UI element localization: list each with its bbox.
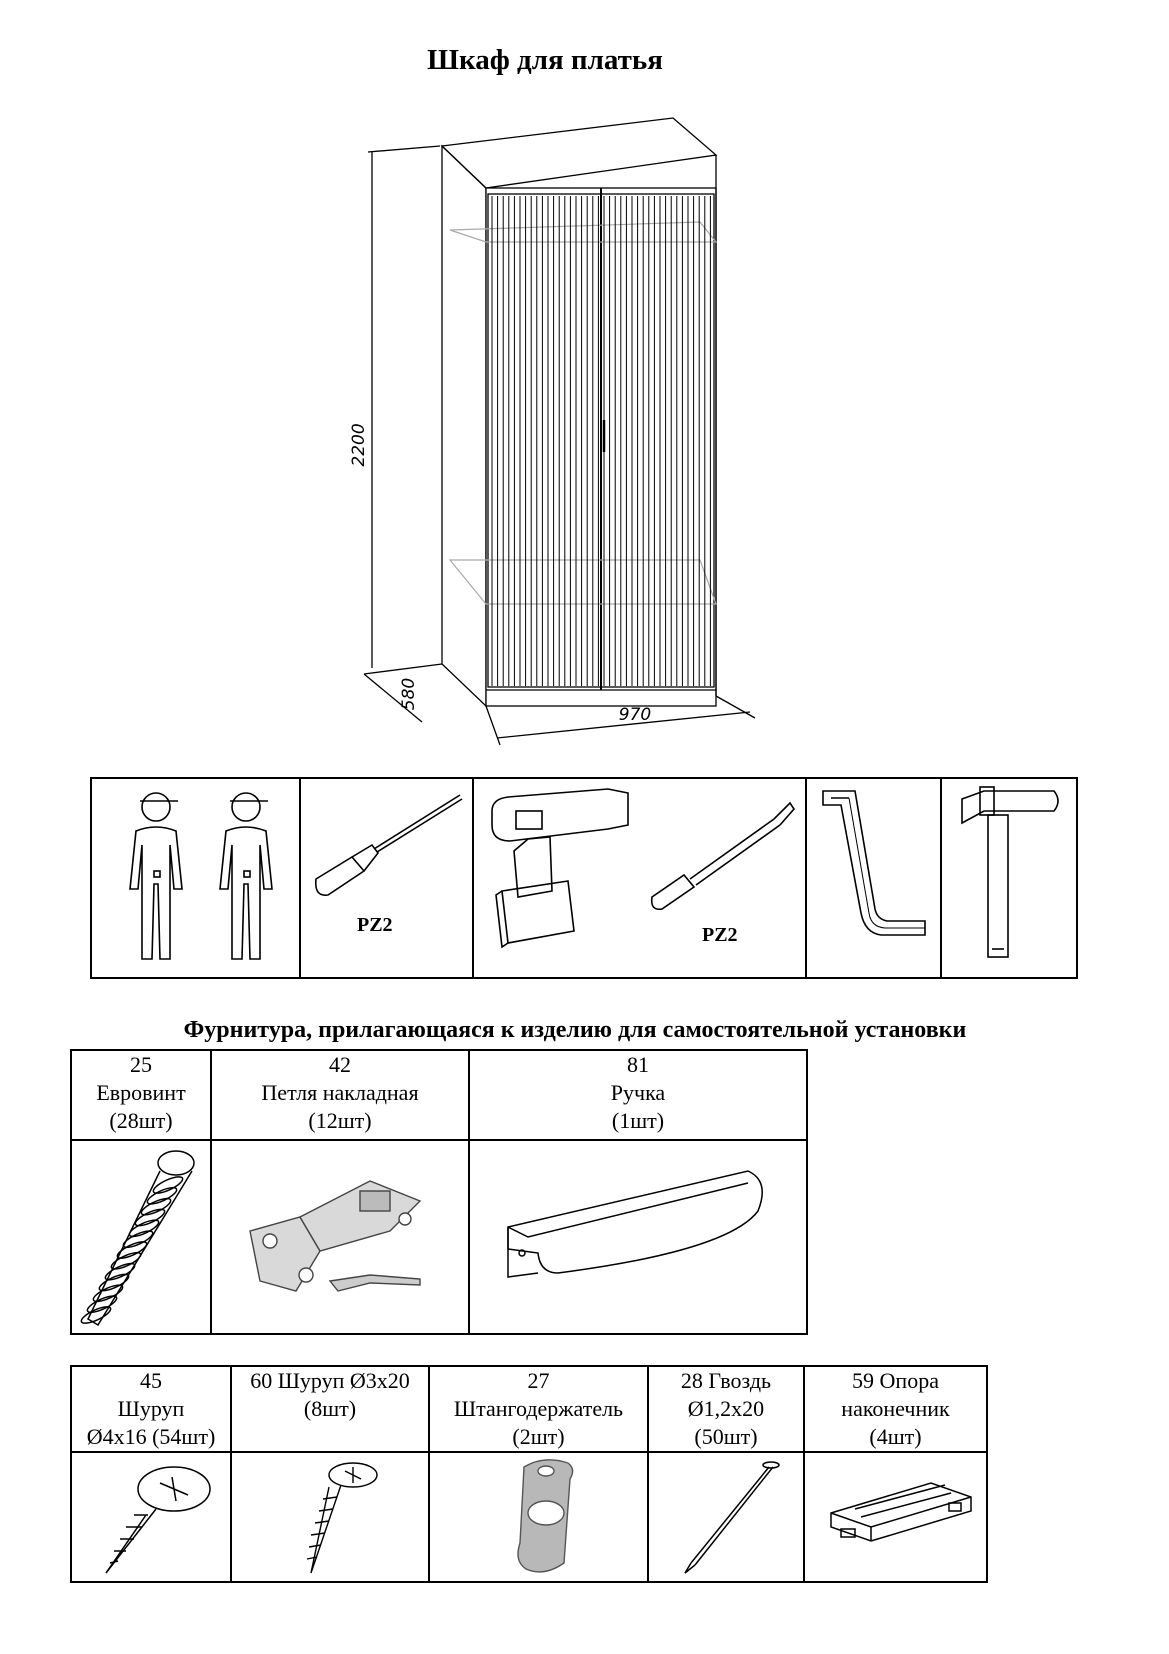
workers-cell <box>90 777 301 979</box>
screwdriver-bit-label: PZ2 <box>357 914 393 936</box>
hex-key-cell <box>805 777 942 979</box>
height-dimension: 2200 <box>349 423 369 466</box>
hammer-cell <box>940 777 1078 979</box>
foot-glide-icon <box>829 1482 972 1542</box>
rod-holder-icon <box>516 1459 573 1573</box>
hardware-image-foot-glide <box>803 1451 988 1583</box>
width-dimension: 970 <box>619 705 651 725</box>
tools-table: PZ2 PZ2 <box>90 777 1078 979</box>
hardware-image-small-screw <box>230 1451 430 1583</box>
screwdriver-icon <box>314 794 462 896</box>
hardware-image-eurobolt <box>70 1139 212 1335</box>
wardrobe-drawing: 2200 580 970 <box>349 117 756 746</box>
hardware-image-wood-screw <box>70 1451 232 1583</box>
hammer-icon <box>961 786 1059 958</box>
handle-icon <box>507 1170 763 1278</box>
depth-dimension: 580 <box>399 678 419 710</box>
screwdriver-cell: PZ2 <box>299 777 474 979</box>
hex-key-icon <box>821 790 926 936</box>
hardware-image-handle <box>468 1139 808 1335</box>
page-title: Шкаф для платья <box>427 44 663 76</box>
eurobolt-icon <box>80 1150 195 1327</box>
hardware-image-rod-holder <box>428 1451 649 1583</box>
hardware-image-nail <box>647 1451 805 1583</box>
hardware-section-title: Фурнитура, прилагающаяся к изделию для с… <box>183 1017 967 1043</box>
wood-screw-icon <box>105 1466 211 1574</box>
cordless-drill-icon <box>491 788 629 949</box>
nail-icon <box>684 1461 780 1574</box>
hardware-image-hinge <box>210 1139 470 1335</box>
drill-bit-icon <box>650 801 796 911</box>
drill-cell: PZ2 <box>472 777 807 979</box>
two-workers-icon <box>128 792 273 960</box>
hinge-icon <box>249 1180 422 1292</box>
hardware-header-small-screw: 60 Шуруп Ø3х20(8шт) <box>230 1365 430 1453</box>
small-screw-icon <box>306 1462 378 1574</box>
drill-bit-label: PZ2 <box>702 924 738 946</box>
